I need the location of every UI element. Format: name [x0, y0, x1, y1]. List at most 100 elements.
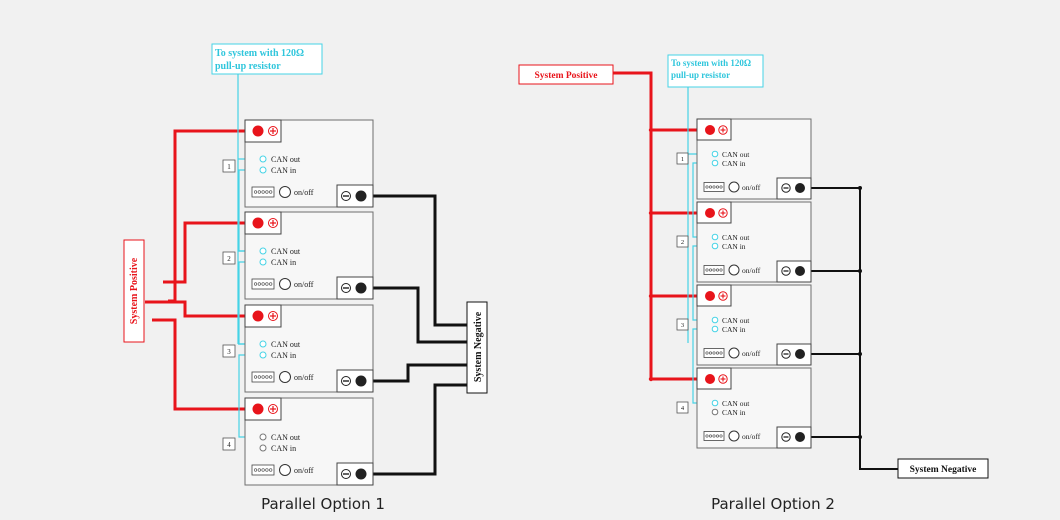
negative-junction: [858, 352, 862, 356]
can-out-label: CAN out: [722, 150, 750, 159]
can-in-port: [259, 444, 267, 452]
can-note-box: [211, 43, 323, 75]
can-in-label: CAN in: [722, 242, 746, 251]
can-out-port: [711, 150, 719, 158]
dip-switch-pin: [261, 375, 265, 379]
can-in-port: [259, 258, 267, 266]
positive-wire: [152, 318, 258, 411]
negative-wire: [361, 363, 467, 383]
can-note-line2: pull-up resistor: [671, 70, 730, 80]
dip-switch-pin: [715, 268, 719, 272]
battery-number-box: [222, 344, 236, 358]
can-out-label: CAN out: [271, 433, 301, 442]
negative-terminal: [355, 282, 367, 294]
dip-switch-pin: [265, 190, 269, 194]
system-positive-label: System Positive: [534, 71, 597, 81]
negative-terminal-box: [776, 343, 812, 366]
battery-number: 1: [227, 163, 231, 171]
positive-junction: [648, 293, 654, 299]
system-positive-box: [518, 64, 614, 85]
can-out-port: [259, 247, 267, 255]
negative-wires: [361, 186, 898, 476]
on-off-label: on/off: [294, 280, 314, 289]
negative-terminal-box: [776, 426, 812, 449]
negative-terminal: [795, 183, 805, 193]
can-out-port: [259, 155, 267, 163]
positive-junction: [648, 210, 654, 216]
dip-switch-pin: [705, 351, 709, 355]
dip-switch-pin: [715, 185, 719, 189]
on-off-label: on/off: [294, 188, 314, 197]
can-in-label: CAN in: [722, 159, 746, 168]
battery-number-box: [222, 159, 236, 173]
positive-wire: [145, 300, 258, 318]
can-note-line1: To system with 120Ω: [215, 48, 304, 59]
dip-switch-pin: [265, 375, 269, 379]
dip-switch-pin: [719, 268, 723, 272]
negative-terminal-box: [336, 369, 374, 393]
dip-switch-icon: [251, 278, 275, 290]
positive-terminal: [252, 310, 264, 322]
negative-terminal: [795, 349, 805, 359]
dip-switch-icon: [703, 431, 725, 441]
dip-switch-pin: [712, 351, 716, 355]
can-out-label: CAN out: [271, 340, 301, 349]
dip-switch-pin: [269, 468, 273, 472]
negative-junction: [858, 269, 862, 273]
battery-number: 4: [681, 405, 685, 412]
negative-junction: [858, 186, 862, 190]
negative-wire: [361, 286, 467, 344]
negative-terminal: [795, 266, 805, 276]
on-off-label: on/off: [294, 466, 314, 475]
negative-terminal: [355, 190, 367, 202]
negative-junction: [858, 435, 862, 439]
on-off-label: on/off: [742, 432, 761, 441]
dip-switch-pin: [708, 268, 712, 272]
system-positive-label: System Positive: [129, 257, 140, 324]
positive-junction: [648, 127, 654, 133]
dip-switch-icon: [703, 348, 725, 358]
positive-terminal: [705, 291, 715, 301]
power-button-icon: [279, 371, 291, 383]
can-out-port: [259, 340, 267, 348]
system-negative-label: System Negative: [910, 465, 977, 475]
negative-terminal-box: [336, 184, 374, 208]
positive-wires: [145, 71, 710, 411]
dip-switch-pin: [257, 375, 261, 379]
dip-switch-pin: [715, 351, 719, 355]
negative-terminal-box: [776, 260, 812, 283]
can-in-label: CAN in: [271, 166, 296, 175]
can-out-port: [711, 316, 719, 324]
positive-wire: [163, 221, 258, 284]
system-negative-box: [897, 458, 989, 479]
power-button-icon: [728, 347, 740, 359]
dip-switch-pin: [261, 468, 265, 472]
dip-switch-pin: [269, 375, 273, 379]
can-in-label: CAN in: [271, 444, 296, 453]
caption-option-1: Parallel Option 1: [261, 495, 385, 513]
negative-terminal-box: [336, 462, 374, 486]
dip-switch-pin: [715, 434, 719, 438]
dip-switch-pin: [719, 185, 723, 189]
power-button-icon: [279, 464, 291, 476]
dip-switch-pin: [257, 282, 261, 286]
on-off-label: on/off: [294, 373, 314, 382]
battery-number-box: [222, 437, 236, 451]
can-in-port: [259, 351, 267, 359]
can-note-line2: pull-up resistor: [215, 61, 281, 72]
power-button-icon: [728, 430, 740, 442]
on-off-label: on/off: [742, 183, 761, 192]
can-out-label: CAN out: [722, 233, 750, 242]
battery-number: 3: [227, 348, 231, 356]
power-button-icon: [279, 186, 291, 198]
dip-switch-pin: [253, 282, 258, 286]
